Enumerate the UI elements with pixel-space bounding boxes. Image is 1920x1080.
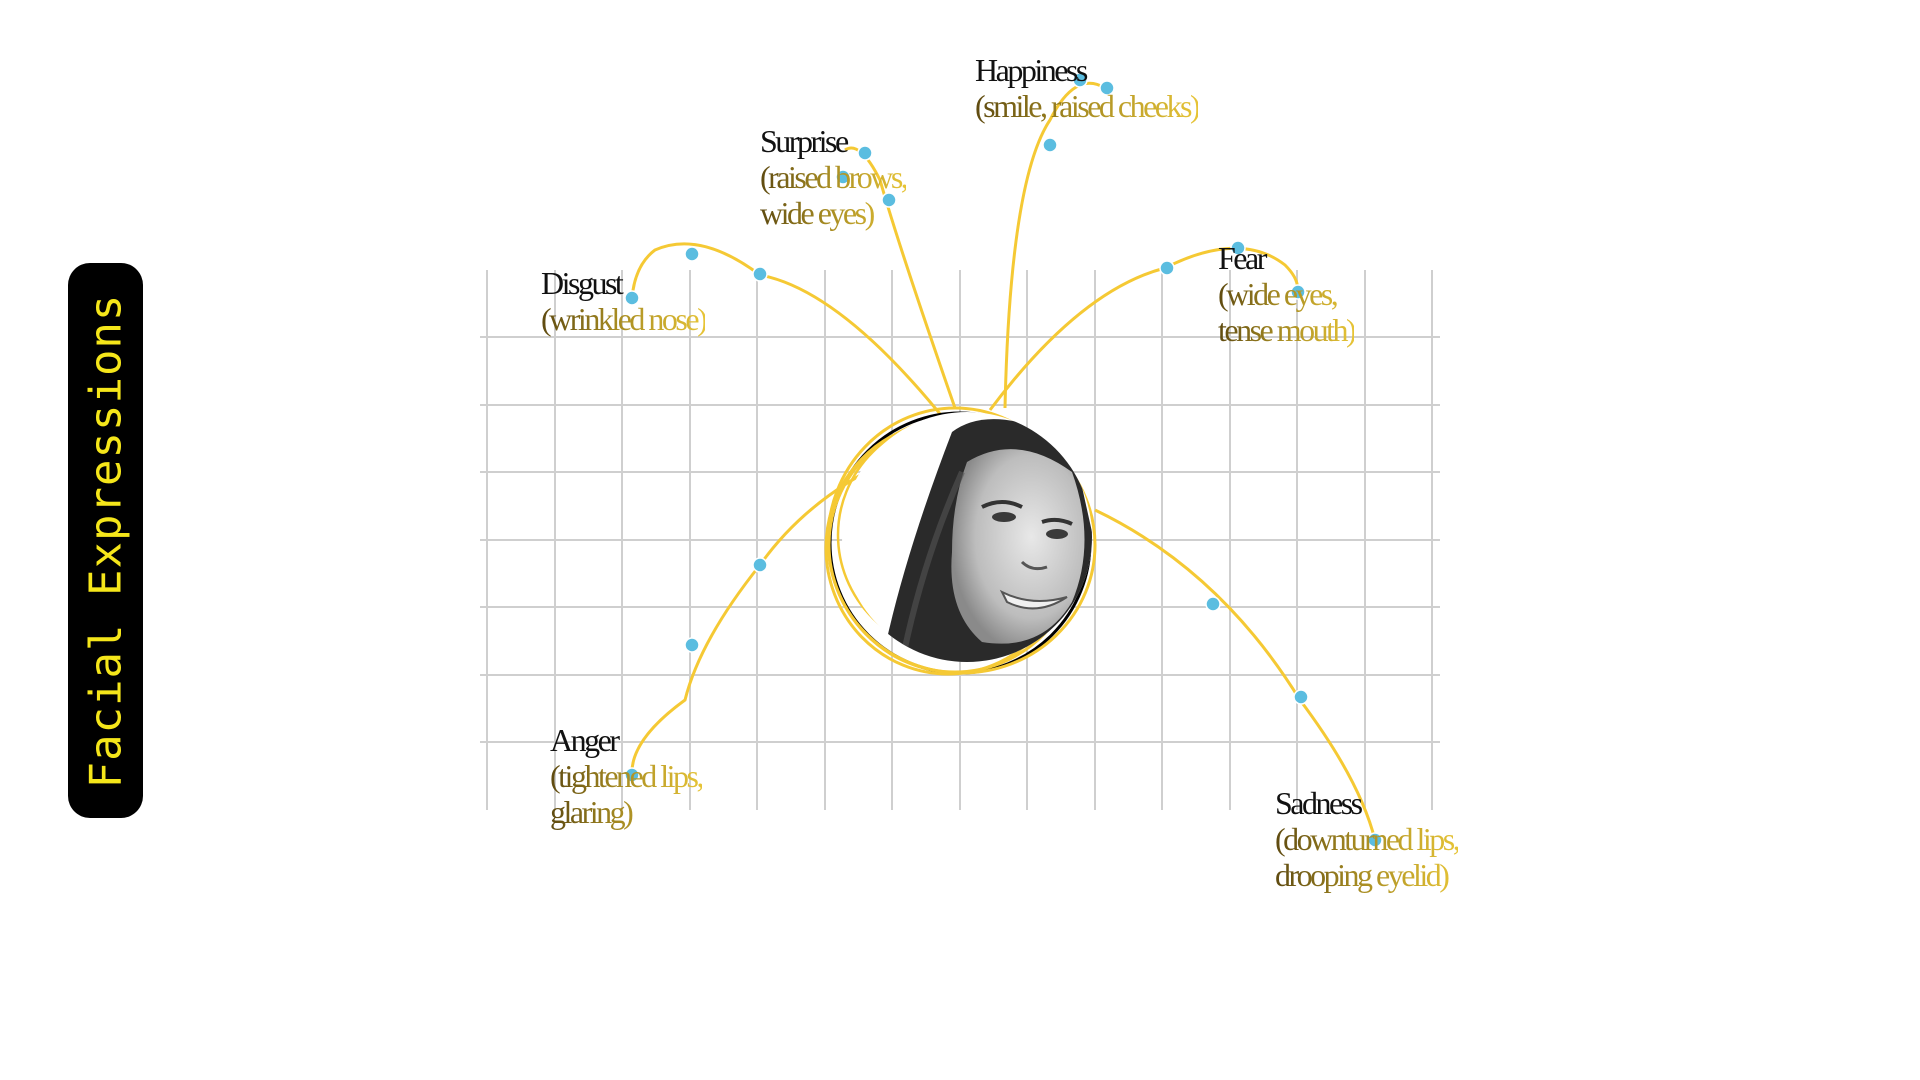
expression-name: Disgust	[541, 265, 624, 301]
expression-name: Sadness	[1275, 785, 1363, 821]
expression-description-cont: glaring)	[550, 794, 702, 830]
label-fear: Fear (wide eyes, tense mouth)	[1218, 240, 1357, 348]
expression-description: (downturned lips,	[1275, 821, 1461, 857]
expression-description: (raised brows,	[760, 159, 909, 195]
face-illustration	[842, 412, 1092, 662]
label-anger: Anger (tightened lips, glaring)	[550, 722, 704, 830]
label-happiness: Happiness (smile, raised cheeks)	[975, 52, 1201, 124]
title-tab: Facial Expressions	[68, 263, 143, 818]
expression-description: (wrinkled nose)	[541, 301, 708, 337]
expression-description: (tightened lips,	[550, 758, 704, 794]
expression-description-cont: drooping eyelid)	[1275, 857, 1458, 893]
expression-name: Anger	[550, 722, 620, 758]
expression-description-cont: tense mouth)	[1218, 312, 1357, 348]
expression-description: (smile, raised cheeks)	[975, 88, 1201, 124]
expression-name: Fear	[1218, 240, 1267, 276]
label-surprise: Surprise (raised brows, wide eyes)	[760, 123, 909, 231]
expression-description-cont: wide eyes)	[760, 195, 906, 231]
label-disgust: Disgust (wrinkled nose)	[541, 265, 708, 337]
center-portrait	[842, 412, 1092, 662]
expression-name: Surprise	[760, 123, 849, 159]
expression-name: Happiness	[975, 52, 1088, 88]
expression-description: (wide eyes,	[1218, 276, 1354, 312]
label-sadness: Sadness (downturned lips, drooping eyeli…	[1275, 785, 1461, 893]
